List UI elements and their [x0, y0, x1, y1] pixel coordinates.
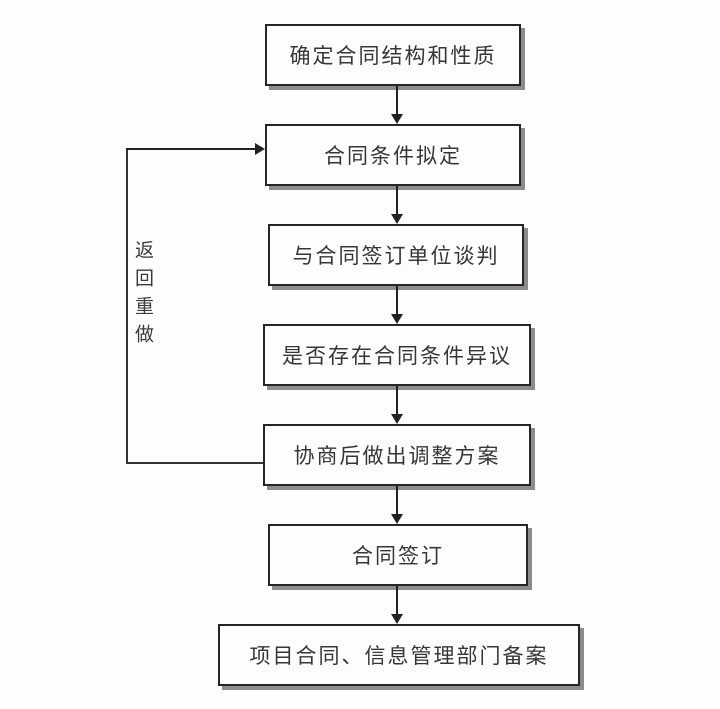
down-arrow-1-2 — [391, 86, 403, 124]
down-arrow-3-4 — [391, 286, 403, 324]
flow-node-adjustment-plan: 协商后做出调整方案 — [263, 424, 531, 486]
down-arrow-2-3 — [391, 186, 403, 224]
feedback-loop-label: 返回重做 — [132, 240, 154, 352]
arrowhead-down-icon — [391, 114, 403, 124]
arrowhead-down-icon — [391, 514, 403, 524]
flow-node-determine-contract-structure: 确定合同结构和性质 — [265, 24, 521, 86]
down-arrow-5-6 — [391, 486, 403, 524]
feedback-loop-top-line — [126, 148, 255, 150]
flow-node-negotiate-with-signing-unit: 与合同签订单位谈判 — [268, 224, 524, 286]
flow-node-draft-contract-terms: 合同条件拟定 — [265, 124, 521, 186]
feedback-loop-vertical-line — [126, 149, 128, 463]
down-arrow-6-7 — [391, 586, 403, 624]
arrowhead-down-icon — [391, 614, 403, 624]
arrowhead-right-icon — [255, 143, 265, 155]
arrowhead-down-icon — [391, 214, 403, 224]
down-arrow-4-5 — [391, 386, 403, 424]
arrowhead-down-icon — [391, 414, 403, 424]
feedback-loop-bottom-line — [126, 462, 263, 464]
flow-node-objection-check: 是否存在合同条件异议 — [263, 324, 531, 386]
flow-node-contract-signing: 合同签订 — [268, 524, 528, 586]
arrowhead-down-icon — [391, 314, 403, 324]
flow-node-filing-with-departments: 项目合同、信息管理部门备案 — [218, 624, 580, 686]
